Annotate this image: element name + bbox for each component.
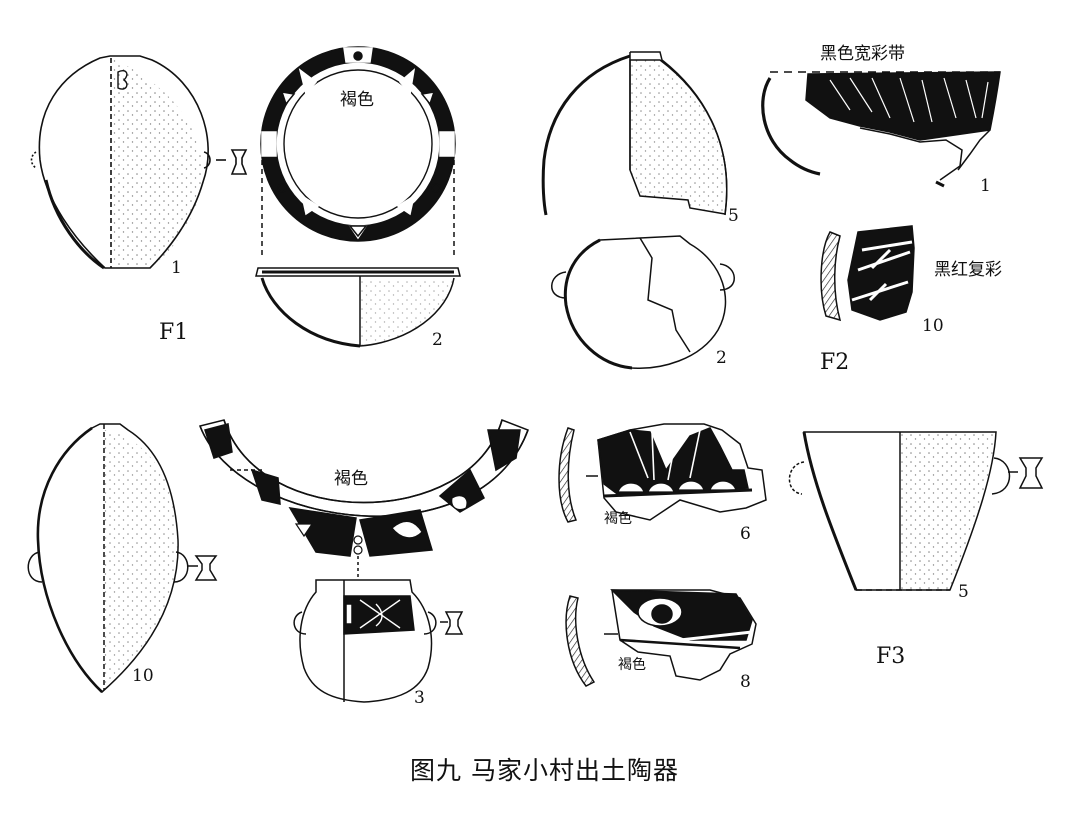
f2-group-label: F2 (820, 350, 850, 375)
f2-item-2-number: 2 (716, 348, 727, 368)
f2-item-10-paint-note: 黑红复彩 (934, 260, 1002, 280)
f3-item-6-paint-note: 褐色 (604, 511, 632, 527)
f3-item-6-number: 6 (740, 524, 751, 544)
f3-bowl-rim (198, 419, 529, 557)
f2-item-10-number: 10 (922, 316, 944, 336)
f3-item-8-paint-note: 褐色 (618, 657, 646, 673)
f2-item-5-number: 5 (728, 206, 739, 226)
f2-item-1-number: 1 (980, 176, 991, 196)
f1-item-2-paint-note: 褐色 (340, 90, 374, 110)
f3-item-3-number: 3 (414, 688, 425, 708)
f3-jar-10 (27, 423, 218, 694)
f2-body-sherd-10 (820, 225, 915, 322)
f3-sherd-8 (565, 589, 757, 687)
f1-bowl-2 (255, 46, 461, 348)
f3-sherd-6 (558, 423, 767, 523)
f3-jar-3 (293, 556, 464, 703)
f2-rim-sherd-1 (761, 71, 1001, 188)
f3-group-label: F3 (876, 644, 906, 669)
f3-item-8-number: 8 (740, 672, 751, 692)
f2-jar-2 (551, 235, 735, 370)
figure-caption: 图九 马家小村出土陶器 (410, 756, 679, 785)
f3-item-5-number: 5 (958, 582, 969, 602)
f3-jar-5 (788, 431, 1044, 591)
f3-bowl-paint-note: 褐色 (334, 469, 368, 489)
f1-item-2-number: 2 (432, 330, 443, 350)
f2-jar-5 (541, 51, 728, 216)
f2-item-1-paint-note: 黑色宽彩带 (820, 44, 905, 64)
f1-jar-1 (30, 55, 248, 270)
f1-item-1-number: 1 (171, 258, 182, 278)
f1-group-label: F1 (159, 320, 189, 345)
f3-item-10-number: 10 (132, 666, 154, 686)
